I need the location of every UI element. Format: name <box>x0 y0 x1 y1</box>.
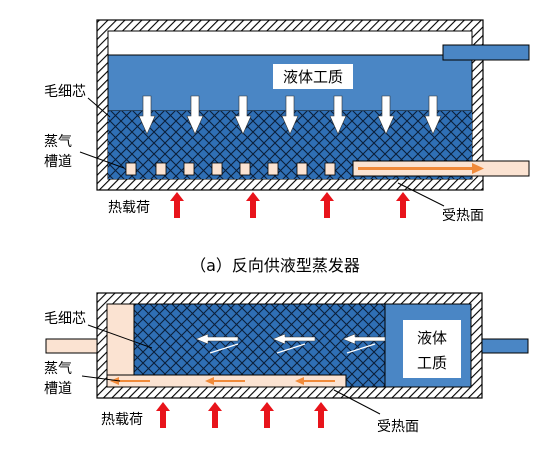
heated-surface-leader-a <box>397 182 445 207</box>
heat-load-arrows-a <box>170 192 410 218</box>
vapor-groove-block <box>324 162 336 176</box>
liquid-left-arrow <box>195 333 239 345</box>
liquid-down-arrow <box>329 95 347 135</box>
groove-label-b-line2: 槽道 <box>44 381 72 397</box>
liquid-label-b-line1: 液体 <box>417 329 447 347</box>
wick-label-b: 毛细芯 <box>44 311 86 327</box>
liquid-down-arrow <box>234 95 252 135</box>
liquid-down-arrow <box>377 95 395 135</box>
liquid-label-b-line2: 工质 <box>417 354 447 372</box>
caption-a: （a）反向供液型蒸发器 <box>190 256 360 275</box>
heat-arrow <box>170 192 184 218</box>
liquid-label-a: 液体工质 <box>283 68 343 86</box>
groove-label-b-line1: 蒸气 <box>44 361 72 377</box>
groove-label-a-line2: 槽道 <box>44 154 72 170</box>
vapor-flow-arrows-b <box>110 377 335 385</box>
heated-surface-label-a: 受热面 <box>442 208 484 224</box>
groove-label-a-line1: 蒸气 <box>44 134 72 150</box>
heat-arrow <box>208 402 222 428</box>
groove-leader-a <box>79 151 125 169</box>
vapor-groove-block <box>211 162 223 176</box>
vapor-flow-arrowhead <box>110 377 119 385</box>
liquid-flow-arrows-a <box>138 95 442 135</box>
vapor-space-b <box>106 303 135 388</box>
liquid-label-box-b <box>403 320 461 378</box>
liquid-down-arrow <box>281 95 299 135</box>
liquid-flow-streak <box>209 343 239 354</box>
heat-load-label-b: 热载荷 <box>101 412 143 428</box>
heat-arrow <box>314 402 328 428</box>
liquid-flow-arrows-b <box>195 333 386 354</box>
liquid-down-arrow <box>186 95 204 135</box>
heat-arrow <box>260 402 274 428</box>
heat-arrow <box>396 192 410 218</box>
liquid-left-arrow <box>342 333 386 345</box>
heated-surface-label-b: 受热面 <box>377 419 419 435</box>
vapor-flow-arrowhead <box>205 377 214 385</box>
wick-label-a: 毛细芯 <box>44 84 86 100</box>
vapor-groove-block <box>183 162 195 176</box>
diagram-a-reverse-feed-evaporator: 液体工质 毛细芯 蒸气 槽道 热载荷 受热面 （a）反向供液型蒸发器 <box>44 19 530 275</box>
groove-leader-b <box>81 375 121 382</box>
wick-leader-a <box>87 97 111 118</box>
vapor-groove-block <box>296 162 308 176</box>
vapor-flow-arrow-a <box>358 163 484 174</box>
heat-load-label-a: 热载荷 <box>108 200 150 216</box>
vapor-groove-block <box>239 162 251 176</box>
liquid-label-box-a <box>273 64 353 89</box>
vapor-groove-block <box>155 162 167 176</box>
liquid-down-arrow <box>138 95 156 135</box>
liquid-inlet-pipe-a <box>442 44 530 61</box>
liquid-flow-streak <box>276 343 306 354</box>
vapor-groove-block <box>125 162 137 176</box>
heated-surface-leader-b <box>333 389 381 415</box>
diagram-b-evaporator: 液体 工质 毛细芯 蒸气 槽道 热载荷 受热面 <box>44 292 529 435</box>
heat-arrow <box>246 192 260 218</box>
liquid-inlet-pipe-b <box>481 338 529 354</box>
liquid-left-arrow <box>272 333 316 345</box>
wick-leader-b <box>87 324 153 349</box>
liquid-flow-streak <box>346 343 376 354</box>
vapor-outlet-pipe-b <box>45 338 98 354</box>
heat-arrow <box>156 402 170 428</box>
vapor-flow-arrowhead <box>295 377 304 385</box>
liquid-down-arrow <box>424 95 442 135</box>
heat-arrow <box>320 192 334 218</box>
vapor-groove-block <box>267 162 279 176</box>
heat-load-arrows-b <box>156 402 328 428</box>
wick-b <box>133 303 386 388</box>
